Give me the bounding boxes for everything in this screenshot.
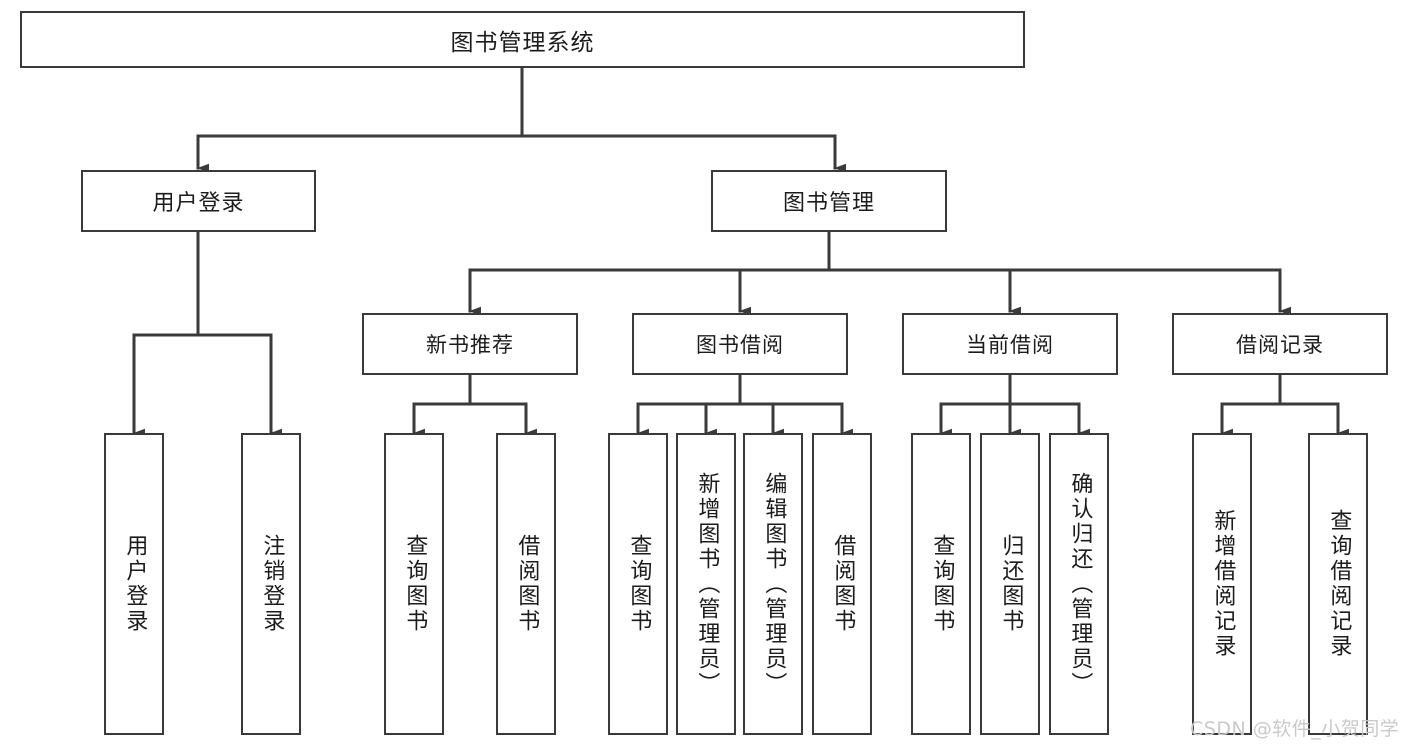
watermark-text: CSDN @软件_小贺同学 (1190, 718, 1400, 740)
node-borrow-record-label: 借阅记录 (1236, 333, 1324, 357)
node-leaf-add-book[interactable]: 新增图书（管理员） (676, 433, 736, 735)
node-leaf-return-book-label: 归还图书 (998, 534, 1024, 634)
node-root-label: 图书管理系统 (450, 29, 595, 56)
node-leaf-query-book-1[interactable]: 查询图书 (384, 433, 444, 735)
node-leaf-return-book[interactable]: 归还图书 (980, 433, 1040, 735)
node-leaf-user-login[interactable]: 用户登录 (104, 433, 164, 735)
node-leaf-borrow-book-1-label: 借阅图书 (514, 534, 540, 634)
node-leaf-query-book-2[interactable]: 查询图书 (608, 433, 668, 735)
node-user-login-label: 用户登录 (152, 191, 245, 216)
node-leaf-query-book-3-label: 查询图书 (929, 534, 955, 634)
node-new-book-rec-label: 新书推荐 (426, 333, 514, 357)
node-borrow-record[interactable]: 借阅记录 (1172, 313, 1388, 375)
node-leaf-confirm-return[interactable]: 确认归还（管理员） (1049, 433, 1109, 735)
node-current-borrow-label: 当前借阅 (966, 333, 1054, 357)
node-leaf-edit-book[interactable]: 编辑图书（管理员） (743, 433, 803, 735)
node-leaf-edit-book-label: 编辑图书（管理员） (761, 471, 787, 697)
node-leaf-user-login-label: 用户登录 (122, 534, 148, 634)
node-leaf-query-record[interactable]: 查询借阅记录 (1308, 433, 1368, 735)
node-leaf-query-record-label: 查询借阅记录 (1326, 509, 1352, 659)
node-leaf-add-book-label: 新增图书（管理员） (694, 471, 720, 697)
node-new-book-rec[interactable]: 新书推荐 (362, 313, 578, 375)
node-book-manage[interactable]: 图书管理 (711, 170, 947, 232)
node-current-borrow[interactable]: 当前借阅 (902, 313, 1118, 375)
node-leaf-query-book-3[interactable]: 查询图书 (911, 433, 971, 735)
node-leaf-query-book-2-label: 查询图书 (626, 534, 652, 634)
node-book-manage-label: 图书管理 (782, 191, 875, 216)
node-root[interactable]: 图书管理系统 (20, 11, 1025, 68)
node-leaf-borrow-book-1[interactable]: 借阅图书 (496, 433, 556, 735)
node-leaf-confirm-return-label: 确认归还（管理员） (1067, 471, 1093, 697)
node-leaf-borrow-book-2-label: 借阅图书 (830, 534, 856, 634)
node-leaf-add-record-label: 新增借阅记录 (1210, 509, 1236, 659)
node-book-borrow-label: 图书借阅 (696, 333, 784, 357)
node-leaf-borrow-book-2[interactable]: 借阅图书 (812, 433, 872, 735)
node-book-borrow[interactable]: 图书借阅 (632, 313, 848, 375)
node-leaf-user-logout-label: 注销登录 (259, 534, 285, 634)
node-user-login[interactable]: 用户登录 (81, 170, 316, 232)
node-leaf-query-book-1-label: 查询图书 (402, 534, 428, 634)
node-leaf-add-record[interactable]: 新增借阅记录 (1192, 433, 1252, 735)
node-leaf-user-logout[interactable]: 注销登录 (241, 433, 301, 735)
